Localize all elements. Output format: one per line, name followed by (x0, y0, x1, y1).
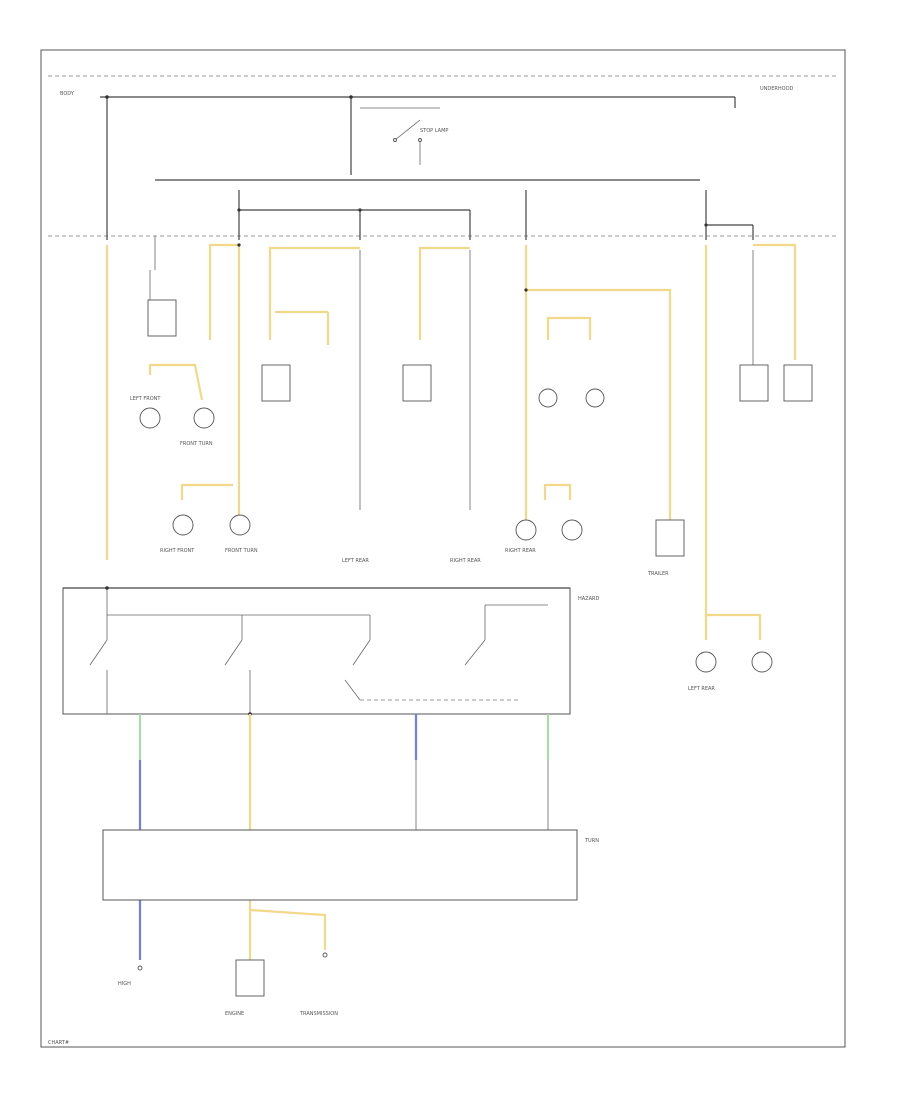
control-module-box (102, 829, 578, 901)
yellow-wires-upper (105, 243, 797, 640)
label-rf-marker: RIGHT FRONT (160, 548, 195, 554)
label-rr-stop: RIGHT REAR (505, 548, 536, 554)
label-cond-hot: UNDERHOOD (760, 86, 794, 92)
label-lf-turn: FRONT TURN (180, 441, 213, 447)
label-trans-control: TRANSMISSION (299, 1011, 338, 1017)
label-trailer: TRAILER (647, 571, 669, 577)
stop-lamp-switch (360, 107, 440, 165)
label-pcm: ENGINE (225, 1011, 244, 1017)
hazard-switch-box (62, 586, 571, 716)
right-front-marker-lamp (172, 514, 194, 536)
label-rr-turn: RIGHT REAR (450, 558, 481, 564)
top-bus (100, 95, 736, 240)
left-front-turn-lamp (193, 407, 215, 429)
label-hot-feed: BODY (60, 91, 75, 97)
labels: BODY STOP LAMP UNDERHOOD LEFT FRONT FRON… (48, 86, 794, 1046)
components-lower (137, 952, 328, 997)
left-rear-marker (751, 651, 773, 673)
lamps (139, 388, 773, 673)
label-left-stop: LEFT REAR (688, 686, 715, 692)
components-upper (147, 299, 813, 557)
label-rf-turn: FRONT TURN (225, 548, 258, 554)
gray-wires-upper (149, 250, 754, 510)
label-lf-marker: LEFT FRONT (130, 396, 161, 402)
label-lr-turn: LEFT REAR (342, 558, 369, 564)
right-rear-lamp (585, 388, 605, 408)
left-rear-lamp (538, 388, 558, 408)
junction-nodes (237, 208, 708, 292)
left-rear-stop-lamp (695, 651, 717, 673)
label-hazard: HAZARD (578, 596, 600, 602)
corner-tag: CHART# (48, 1040, 69, 1046)
label-hi-level: HIGH (118, 981, 131, 987)
right-rear-marker (561, 519, 583, 541)
right-rear-stop-lamp (515, 519, 537, 541)
diagram-frame (40, 49, 846, 1048)
fuse-feeds (154, 190, 754, 270)
lower-wires (138, 714, 550, 960)
left-front-marker-lamp (139, 407, 161, 429)
right-front-turn-lamp (229, 514, 251, 536)
label-stop-lamp-switch: STOP LAMP (420, 128, 448, 134)
label-turn-module: TURN (584, 838, 599, 844)
